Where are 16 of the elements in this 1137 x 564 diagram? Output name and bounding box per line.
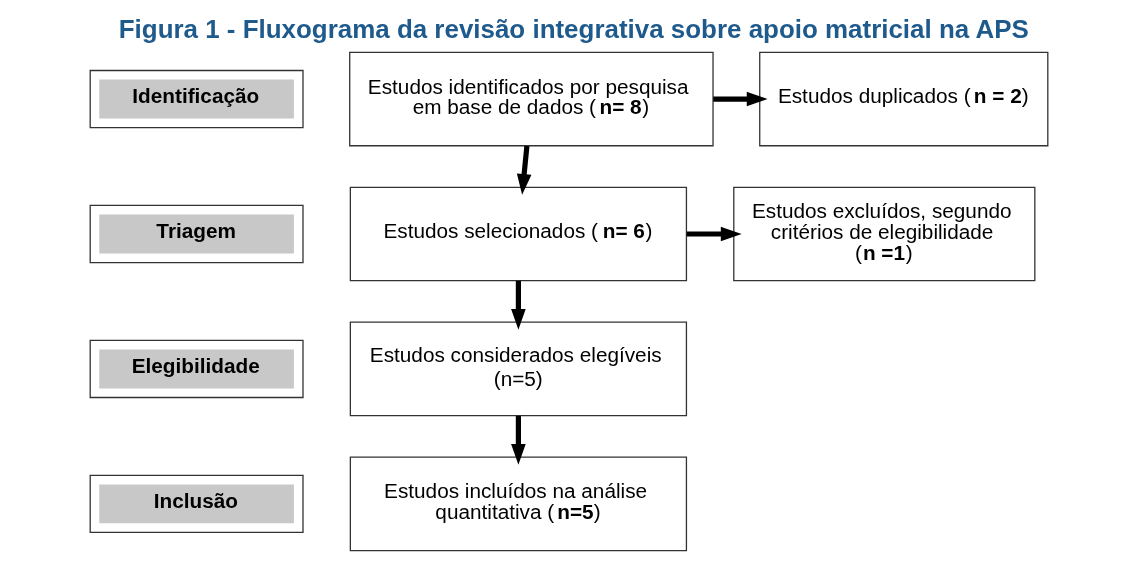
node-box: Estudos excluídos, segundo critérios de elegibilidade (n =1): [732, 186, 1035, 282]
arrow: [686, 226, 742, 242]
node-box: Inclusão: [89, 474, 304, 534]
node-box: Elegibilidade: [89, 339, 304, 399]
node-box: Triagem: [89, 204, 304, 264]
arrow: [510, 280, 526, 330]
diagram-title: Figura 1 - Fluxograma da revisão integrativa sobre apoio matricial na APS: [118, 15, 1029, 44]
node-box: Estudos considerados elegíveis (n=5): [349, 321, 687, 417]
node-box: Identificação: [89, 69, 304, 129]
node-box: Estudos duplicados (n = 2): [758, 51, 1048, 147]
arrow: [510, 415, 526, 465]
node-box: Estudos identificados por pesquisa em base de dados (n= 8): [348, 51, 714, 147]
node-box: Estudos incluídos na análise quantitativa (n=5): [349, 456, 687, 552]
node-box: Estudos selecionados (n= 6): [349, 186, 687, 282]
arrow: [712, 91, 768, 107]
arrow: [516, 145, 531, 195]
